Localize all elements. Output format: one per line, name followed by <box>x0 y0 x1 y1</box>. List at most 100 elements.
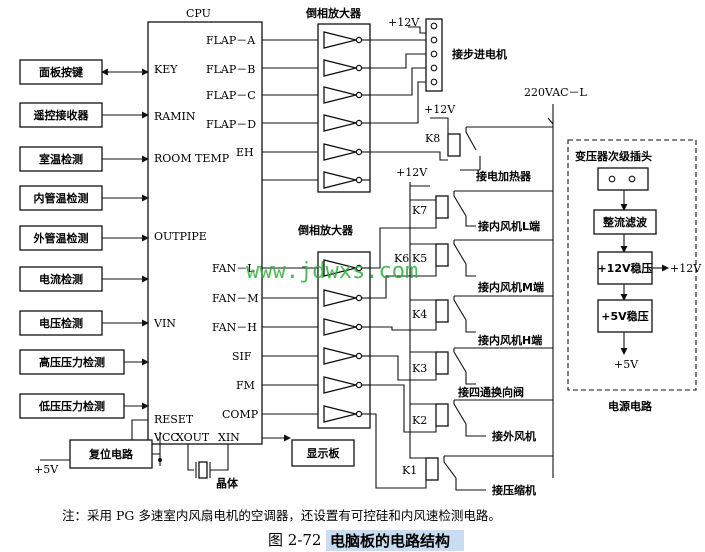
stepper-label: 接步进电机 <box>452 47 507 61</box>
top-buffer-bubble-3 <box>355 91 363 99</box>
k8-12v-label: +12V <box>424 103 456 116</box>
relay-k1: K1 <box>402 464 417 477</box>
display-board-label: 显示板 <box>307 446 341 460</box>
input-current-detect: 电流检测 <box>39 272 83 286</box>
rectifier-label: 整流滤波 <box>602 215 648 229</box>
out-sif: SIF <box>232 350 252 363</box>
input-inner-pipe-temp: 内管温检测 <box>34 191 89 205</box>
relay-bank: +12V K7 接内风机L端 K6 K5 接内风机M端 K4 接内风机H端 K3 <box>370 166 553 497</box>
bottom-buffer-bubble-3 <box>355 323 363 331</box>
display-board: 显示板 <box>262 434 355 467</box>
bank-12v-label: +12V <box>396 166 428 179</box>
out-fan-l: FAN－L <box>212 262 255 275</box>
bottom-buffer-bubble-6 <box>355 410 363 418</box>
bottom-buffer-bubble-5 <box>355 381 363 389</box>
input-voltage-detect: 电压检测 <box>39 316 83 330</box>
load-outdoor-fan: 接外风机 <box>492 429 536 443</box>
relay-k7: K7 <box>412 204 427 217</box>
input-panel-keys: 面板按键 <box>39 65 84 79</box>
out-comp: COMP <box>222 408 259 421</box>
cpu-pin-xout: XOUT <box>176 431 210 444</box>
relay-k4: K4 <box>412 308 427 321</box>
power-name: 电源电路 <box>608 399 653 413</box>
relay-k2: K2 <box>412 414 427 427</box>
cpu-pin-vin: VIN <box>153 317 176 330</box>
reg12-label: +12V稳压 <box>597 261 652 275</box>
cpu-pin-room-temp: ROOM TEMP <box>154 152 230 165</box>
ac-line: 220VAC－L <box>524 86 588 478</box>
cpu-pin-xin: XIN <box>218 431 240 444</box>
relay-k8: K8 <box>425 132 440 145</box>
stepper-12v-label: +12V <box>388 16 420 29</box>
load-fan-m: 接内风机M端 <box>478 280 544 294</box>
out-flap-b: FLAP－B <box>206 63 255 76</box>
relay-k6: K6 <box>394 252 409 265</box>
out-eh: EH <box>236 146 254 159</box>
figure-note: 注：采用 PG 多速室内风扇电机的空调器，还设置有可控硅和内风速检测电路。 <box>62 508 501 523</box>
load-fan-h: 接内风机H端 <box>478 333 542 347</box>
crystal-label: 晶体 <box>216 476 239 490</box>
heater-relay: +12V K8 接电加热器 <box>370 103 553 183</box>
out5-label: +5V <box>614 358 639 371</box>
figure-title-highlight <box>326 530 464 551</box>
out-fan-h: FAN－H <box>212 321 257 334</box>
ac-label: 220VAC－L <box>524 86 588 99</box>
figure-title: 电脑板的电路结构 <box>330 532 450 550</box>
figure-number: 图 2-72 <box>268 531 321 549</box>
cpu-title: CPU <box>186 7 211 20</box>
cpu-pin-key: KEY <box>154 63 178 76</box>
cpu-pin-reset: RESET <box>154 413 194 426</box>
top-buffer-6 <box>323 171 357 189</box>
relay-k3: K3 <box>412 362 427 375</box>
bottom-buffer-bubble-2 <box>355 294 363 302</box>
heater-label: 接电加热器 <box>476 169 532 183</box>
watermark: www.jdwxs.com <box>246 259 418 284</box>
crystal: 晶体 <box>187 444 239 490</box>
cpu-block: CPU KEY RAMIN ROOM TEMP OUTPIPE VIN RESE… <box>147 7 263 445</box>
input-outer-pipe-temp: 外管温检测 <box>33 231 89 245</box>
reset-circuit-label: 复位电路 <box>88 447 134 461</box>
out-fm: FM <box>236 379 255 392</box>
input-remote-receiver: 遥控接收器 <box>34 108 90 122</box>
input-blocks: 面板按键 遥控接收器 室温检测 内管温检测 外管温检测 电流检测 电压检测 高压… <box>19 59 149 419</box>
top-buffer-2 <box>323 59 357 77</box>
top-buffer-bubble-6 <box>355 176 363 184</box>
reg5-label: +5V稳压 <box>601 309 648 323</box>
out-fan-m: FAN－M <box>212 292 259 305</box>
top-inverter-array: 倒相放大器 <box>305 6 371 193</box>
reset-5v-label: +5V <box>34 463 59 476</box>
bottom-buffer-2 <box>323 289 357 307</box>
input-room-temp: 室温检测 <box>39 152 83 166</box>
cpu-pin-ramin: RAMIN <box>154 110 196 123</box>
top-buffer-bubble-1 <box>355 36 363 44</box>
bottom-buffer-5 <box>323 376 357 394</box>
bottom-buffer-3 <box>323 318 357 336</box>
cpu-pin-vcc: VCC <box>153 431 179 444</box>
input-low-pressure: 低压压力检测 <box>38 399 105 413</box>
bottom-buffer-bubble-1 <box>355 264 363 272</box>
top-inverter-title: 倒相放大器 <box>305 6 362 20</box>
top-buffer-5 <box>323 143 357 161</box>
out-flap-a: FLAP－A <box>206 34 256 47</box>
reset-circuit: 复位电路 +5V <box>34 419 162 476</box>
relay-k5: K5 <box>412 252 427 265</box>
load-fan-l: 接内风机L端 <box>478 219 540 233</box>
load-compressor: 接压缩机 <box>492 483 536 497</box>
bottom-buffer-6 <box>323 405 357 423</box>
power-title: 变压器次级插头 <box>575 149 652 163</box>
stepper-connector: +12V 接步进电机 <box>370 16 507 124</box>
bottom-buffer-1 <box>323 259 357 277</box>
top-buffer-bubble-5 <box>355 148 363 156</box>
bottom-inverter-array: 倒相放大器 <box>297 223 371 429</box>
bottom-inverter-title: 倒相放大器 <box>297 223 354 237</box>
load-4way-valve: 接四通换向阀 <box>458 385 524 399</box>
bottom-buffer-4 <box>323 347 357 365</box>
top-buffer-bubble-2 <box>355 64 363 72</box>
out-flap-c: FLAP－C <box>206 89 256 102</box>
cpu-pin-outpipe: OUTPIPE <box>154 230 207 243</box>
bottom-outputs: FAN－L FAN－M FAN－H SIF FM COMP <box>212 262 320 421</box>
out-flap-d: FLAP－D <box>206 118 256 131</box>
top-buffer-1 <box>323 31 357 49</box>
bottom-buffer-bubble-4 <box>355 352 363 360</box>
